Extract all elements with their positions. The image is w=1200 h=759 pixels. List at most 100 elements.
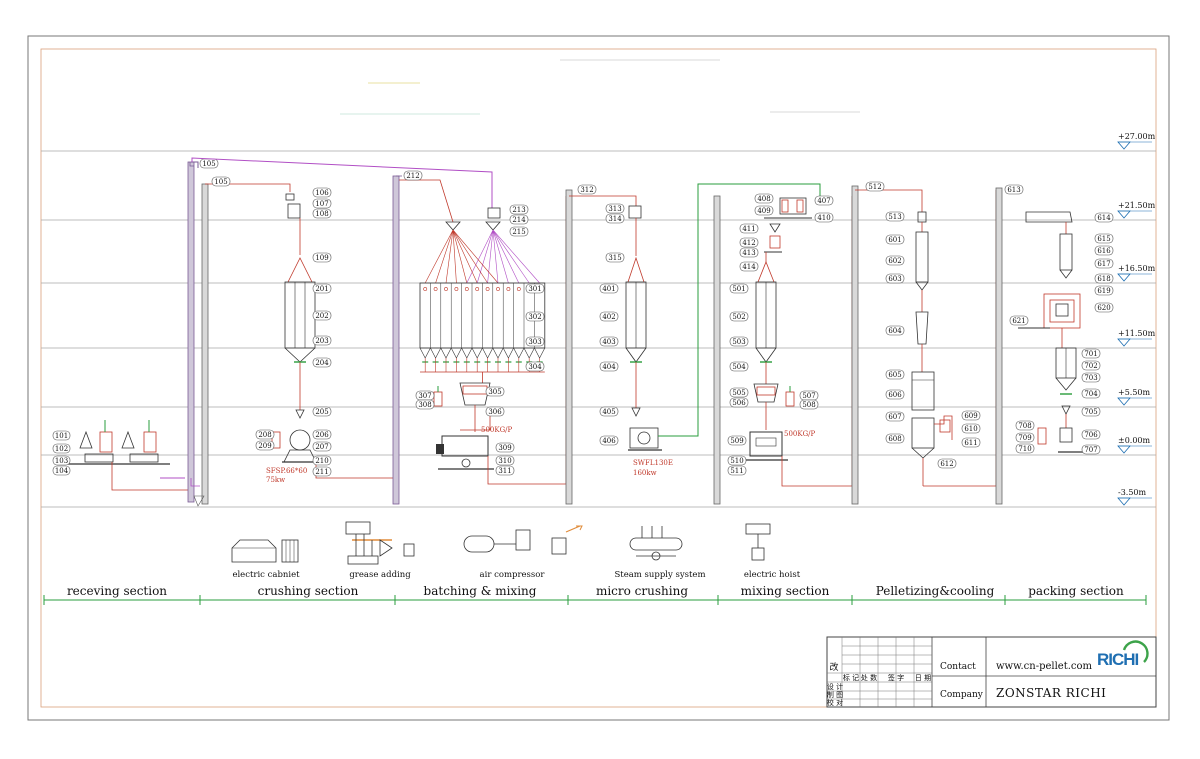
tag-label: 212 <box>406 172 419 180</box>
grease-adding-icon <box>345 521 415 565</box>
tag: 403 <box>599 336 619 347</box>
level-marker: +11.50m <box>1117 329 1156 347</box>
tag: 405 <box>599 406 619 417</box>
tag: 611 <box>961 437 981 448</box>
tag-label: 407 <box>817 197 830 205</box>
tag: 409 <box>754 205 774 216</box>
tag-label: 607 <box>888 413 901 421</box>
tag-label: 410 <box>817 214 830 222</box>
level-label: +21.50m <box>1118 201 1156 210</box>
aux-label: grease adding <box>349 570 411 580</box>
title-block-header: 处 数 <box>861 673 877 682</box>
tag: 513 <box>885 211 905 222</box>
tag: 506 <box>729 397 749 408</box>
tag: 102 <box>52 443 71 454</box>
tag-label: 710 <box>1018 445 1031 453</box>
tag: 101 <box>52 430 71 441</box>
tag: 304 <box>525 361 545 372</box>
level-label: +16.50m <box>1118 264 1156 273</box>
richi-logo-text: RICHI <box>1097 650 1139 669</box>
contact-label: Contact <box>940 662 976 672</box>
tag-label: 610 <box>964 425 977 433</box>
tag: 413 <box>739 247 759 258</box>
tag: 604 <box>885 325 905 336</box>
tag-label: 601 <box>888 236 901 244</box>
tag: 205 <box>312 406 332 417</box>
tag-label: 204 <box>315 359 329 367</box>
tag: 605 <box>885 369 905 380</box>
level-marker: +5.50m <box>1117 388 1152 406</box>
tag: 109 <box>312 252 332 263</box>
tag-label: 609 <box>964 412 977 420</box>
tag-label: 213 <box>512 206 525 214</box>
tag: 203 <box>312 335 332 346</box>
tag: 407 <box>814 195 834 206</box>
tag: 503 <box>729 336 749 347</box>
tag-label: 621 <box>1012 317 1025 325</box>
tag-label: 513 <box>888 213 901 221</box>
tag-label: 403 <box>602 338 615 346</box>
tag: 105 <box>199 158 219 169</box>
tag: 208 <box>255 429 275 440</box>
title-block-header: 签 字 <box>888 673 904 682</box>
tag: 507 <box>799 390 819 401</box>
level-label: +11.50m <box>1118 329 1156 338</box>
company-value: ZONSTAR RICHI <box>996 686 1106 700</box>
tag-label: 411 <box>742 225 755 233</box>
tag-label: 707 <box>1084 446 1097 454</box>
level-marker: +16.50m <box>1117 264 1156 282</box>
title-block-row-label: 校 对 <box>827 698 843 707</box>
tag: 606 <box>885 389 905 400</box>
packing-equipment <box>995 187 1098 505</box>
tag-label: 704 <box>1084 390 1098 398</box>
tag-label: 208 <box>258 431 271 439</box>
tag-label: 509 <box>730 437 743 445</box>
tag-label: 104 <box>55 467 69 475</box>
tag: 103 <box>52 455 71 466</box>
level-label: +5.50m <box>1118 388 1151 397</box>
tag-label: 505 <box>732 389 745 397</box>
company-label: Company <box>940 690 984 700</box>
tag: 310 <box>495 455 515 466</box>
tag: 213 <box>509 204 529 215</box>
tag: 410 <box>814 212 834 223</box>
tag-label: 312 <box>580 186 593 194</box>
tag-label: 511 <box>730 467 743 475</box>
revision-mark: 改 <box>829 661 838 673</box>
tag-label: 306 <box>488 408 502 416</box>
tag-label: 618 <box>1097 275 1110 283</box>
tag: 704 <box>1081 388 1101 399</box>
tag-label: 303 <box>528 338 541 346</box>
tag: 621 <box>1009 315 1029 326</box>
tag: 620 <box>1094 302 1114 313</box>
tag: 607 <box>885 411 905 422</box>
section-label: mixing section <box>741 584 830 598</box>
tag: 307 <box>415 390 435 401</box>
tag-label: 613 <box>1007 186 1020 194</box>
tag-label: 709 <box>1018 434 1031 442</box>
tag: 204 <box>312 357 332 368</box>
tag: 401 <box>599 283 619 294</box>
tag: 501 <box>729 283 749 294</box>
tag: 706 <box>1081 429 1101 440</box>
pelletizing-equipment <box>851 185 997 505</box>
tag-label: 309 <box>498 444 511 452</box>
tag: 308 <box>415 399 435 410</box>
level-marker: +27.00m <box>1117 132 1156 150</box>
tag: 201 <box>312 283 332 294</box>
tag-label: 109 <box>315 254 328 262</box>
aux-labels: electric cabniet grease adding air compr… <box>232 570 800 580</box>
tag: 214 <box>509 214 529 225</box>
section-label: micro crushing <box>596 584 688 598</box>
tag-label: 211 <box>315 468 328 476</box>
tag: 207 <box>312 441 332 452</box>
tag-label: 408 <box>757 195 770 203</box>
level-marker: ±0.00m <box>1117 436 1152 454</box>
tag-label: 708 <box>1018 422 1031 430</box>
tag-label: 308 <box>418 401 431 409</box>
tag: 705 <box>1081 406 1101 417</box>
tag: 510 <box>727 455 747 466</box>
tag-label: 614 <box>1097 214 1111 222</box>
title-block: 改 标 记 处 数 签 字 日 期 设 计 制 图 校 对 Contact ww… <box>826 636 1157 708</box>
tag-label: 314 <box>608 215 622 223</box>
